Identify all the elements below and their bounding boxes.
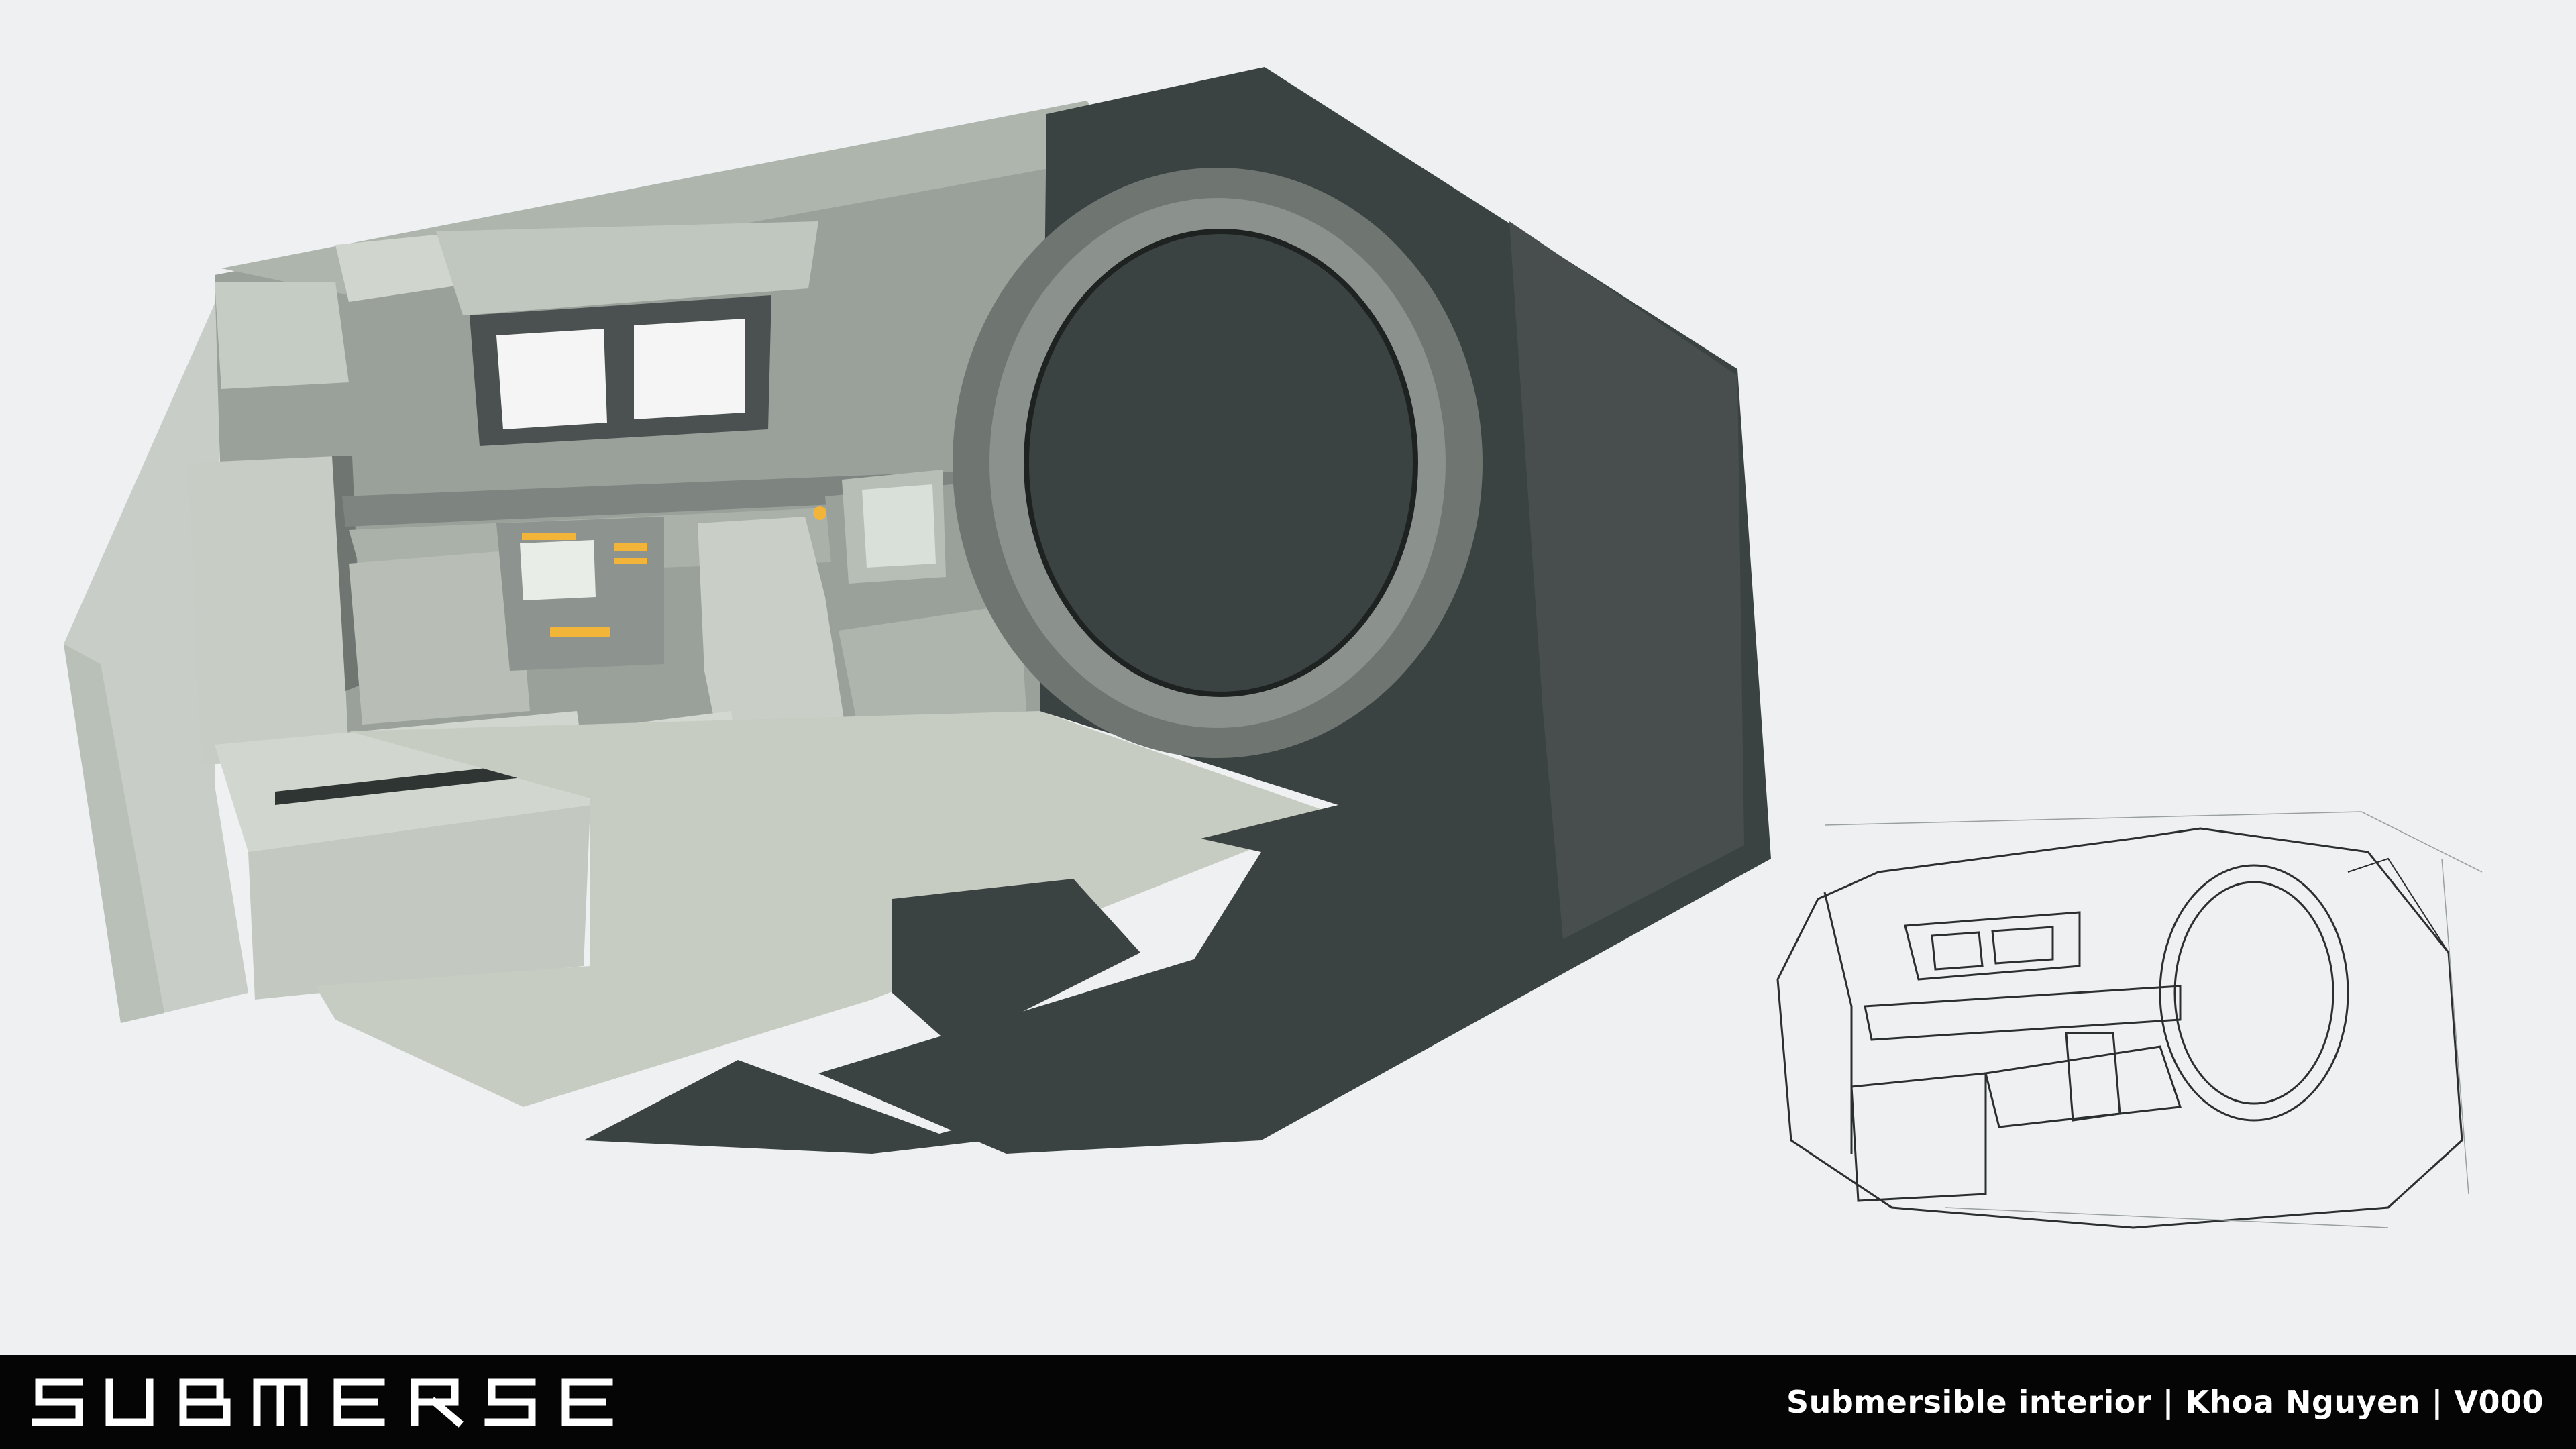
main-render (64, 67, 1771, 1154)
submersed-logo (32, 1378, 613, 1428)
sketch-thumbnail (1776, 811, 2483, 1229)
credit-text: Submersible interior | Khoa Nguyen | V00… (1786, 1384, 2544, 1420)
artwork-canvas (64, 67, 2483, 1229)
footer-bar: Submersible interior | Khoa Nguyen | V00… (0, 1355, 2576, 1449)
